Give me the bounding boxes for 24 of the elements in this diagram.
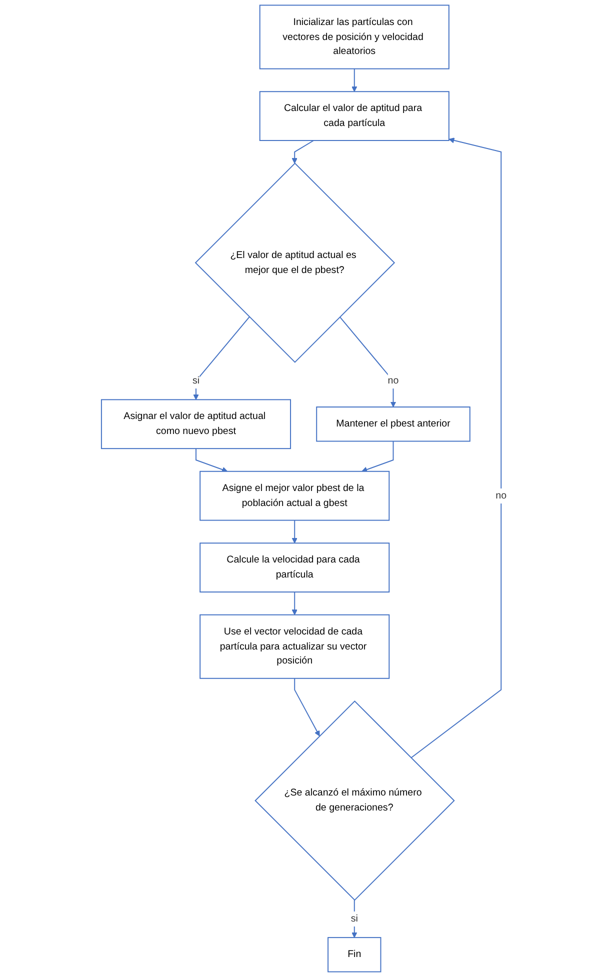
edge-label: no bbox=[496, 490, 507, 501]
arrow bbox=[410, 138, 502, 758]
node-box: Calcular el valor de aptitud para cada partícula bbox=[259, 91, 450, 141]
node-box: Mantener el pbest anterior bbox=[316, 406, 470, 442]
arrow bbox=[196, 448, 228, 472]
edge-label: si bbox=[350, 912, 358, 924]
edge-label: no bbox=[388, 374, 399, 386]
arrow bbox=[292, 140, 314, 164]
arrow bbox=[352, 68, 358, 92]
arrow bbox=[339, 316, 396, 408]
node-box: Asigne el mejor valor pbest de la población actual a gbest bbox=[200, 470, 390, 521]
node-box: Calcule la velocidad para cada partícula bbox=[200, 542, 390, 592]
arrow bbox=[292, 592, 298, 616]
node-box: Inicializar las partículas con vectores de posición y velocidad aleatorios bbox=[259, 4, 450, 70]
arrow bbox=[294, 678, 320, 736]
node-diamond: ¿Se alcanzó el máximo número de generaciones? bbox=[254, 700, 455, 901]
node-box: Fin bbox=[328, 937, 382, 972]
edge-label: si bbox=[192, 374, 200, 386]
node-box: Use el vector velocidad de cada partícula para actualizar su vector posición bbox=[200, 614, 390, 679]
arrow bbox=[193, 316, 250, 400]
node-diamond: ¿El valor de aptitud actual es mejor que el de pbest? bbox=[194, 162, 396, 363]
arrow bbox=[362, 440, 394, 472]
node-box: Asignar el valor de aptitud actual como nuevo pbest bbox=[100, 399, 291, 450]
arrow bbox=[292, 520, 298, 544]
